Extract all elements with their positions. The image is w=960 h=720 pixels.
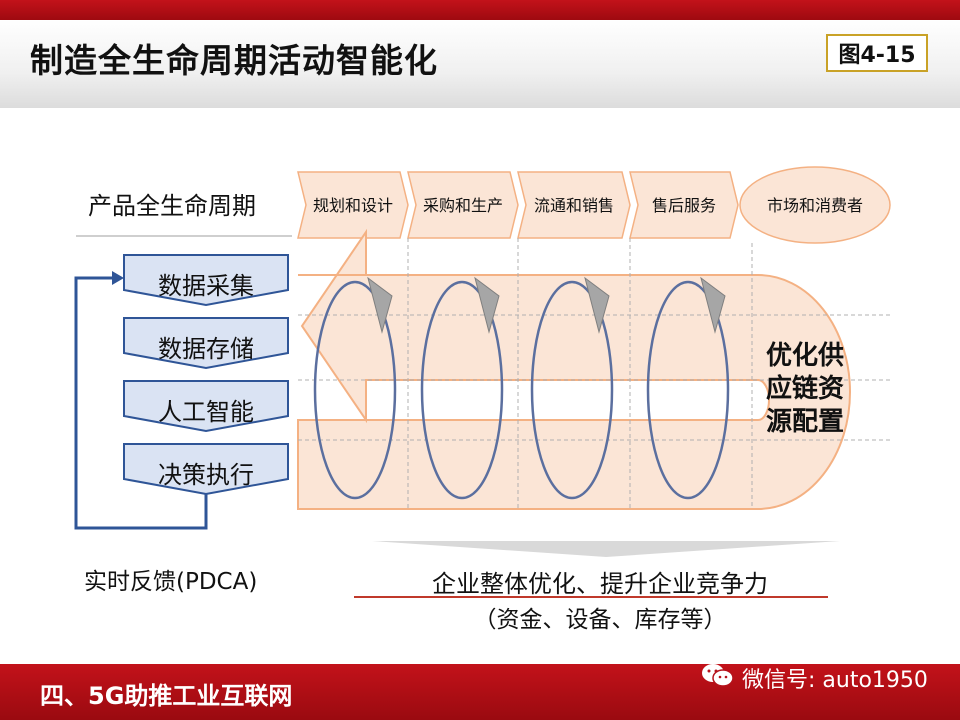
feedback-label: 实时反馈(PDCA) (84, 569, 258, 595)
stage-chevron-procurement (407, 171, 519, 239)
step-shape-execute (123, 443, 289, 496)
stage-label-distribution: 流通和销售 (533, 196, 614, 215)
step-label-collect: 数据采集 (158, 272, 254, 300)
result-main: 企业整体优化、提升企业竞争力 (432, 570, 768, 598)
title-band (0, 20, 960, 108)
stage-chevron-planning (297, 171, 409, 239)
stage-label-planning: 规划和设计 (312, 196, 393, 215)
loop-arrowhead-2 (474, 276, 500, 334)
loop-arrowhead-4 (700, 276, 726, 334)
stage-chevron-distribution (517, 171, 631, 239)
loop-ellipse-3 (530, 280, 614, 500)
loop-arrowhead-1 (367, 276, 393, 334)
loop-ellipse-1 (313, 280, 397, 500)
wechat-tag: 微信号: auto1950 (700, 662, 928, 694)
dashed-grid (298, 238, 890, 509)
step-label-store: 数据存储 (158, 335, 254, 363)
step-label-ai: 人工智能 (158, 398, 254, 426)
step-shape-ai (123, 380, 289, 433)
step-shape-collect (123, 254, 289, 307)
stage-label-procurement: 采购和生产 (422, 196, 503, 215)
lifecycle-label: 产品全生命周期 (88, 192, 256, 220)
wechat-id: 微信号: auto1950 (742, 668, 928, 693)
feedback-arrowhead (112, 271, 124, 285)
page-title: 制造全生命周期活动智能化 (30, 41, 438, 80)
footer-bar (0, 664, 960, 720)
wechat-icon (700, 662, 734, 694)
stage-label-aftersales: 售后服务 (651, 196, 716, 215)
loop-ellipse-2 (420, 280, 504, 500)
loop-arrowhead-3 (584, 276, 610, 334)
stage-ellipse-market (739, 166, 891, 244)
result-sub: （资金、设备、库存等） (473, 607, 727, 633)
step-label-execute: 决策执行 (158, 461, 254, 489)
stage-label-market: 市场和消费者 (766, 196, 863, 215)
loop-ellipse-4 (646, 280, 730, 500)
figure-label: 图4-15 (826, 34, 928, 72)
step-shape-store (123, 317, 289, 370)
top-accent-bar (0, 0, 960, 20)
chapter-label: 四、5G助推工业互联网 (40, 682, 293, 710)
result-arrow (372, 541, 840, 557)
stage-chevron-aftersales (629, 171, 739, 239)
feedback-loop-line (74, 276, 208, 530)
optimize-text: 优化供应链资源配置 (766, 341, 845, 437)
